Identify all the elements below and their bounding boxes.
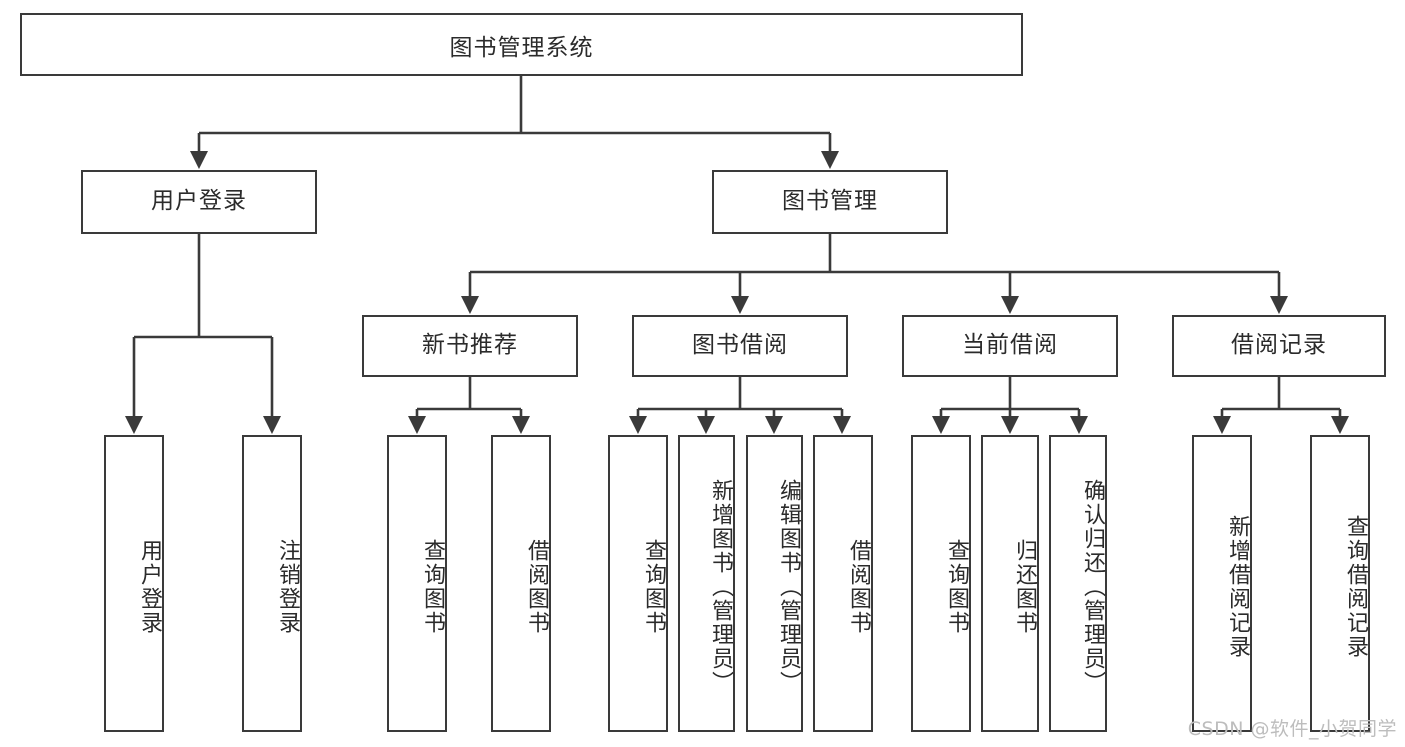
leaf-label: 编辑图书（管理员） xyxy=(776,478,801,695)
leaf-current-return-book[interactable]: 归还图书 xyxy=(981,435,1039,732)
leaf-borrow-add-book-admin[interactable]: 新增图书（管理员） xyxy=(678,435,735,732)
leaf-current-query-book[interactable]: 查询图书 xyxy=(911,435,971,732)
leaf-borrow-borrow-book[interactable]: 借阅图书 xyxy=(813,435,873,732)
leaf-record-add-record[interactable]: 新增借阅记录 xyxy=(1192,435,1252,732)
leaf-label: 归还图书 xyxy=(1012,538,1037,635)
leaf-label: 查询图书 xyxy=(641,538,666,635)
node-root-system[interactable]: 图书管理系统 xyxy=(20,13,1023,76)
node-book-borrow[interactable]: 图书借阅 xyxy=(632,315,848,377)
leaf-label: 用户登录 xyxy=(137,538,162,635)
leaf-current-confirm-return-admin[interactable]: 确认归还（管理员） xyxy=(1049,435,1107,732)
leaf-user-login-signout[interactable]: 注销登录 xyxy=(242,435,302,732)
leaf-borrow-query-book[interactable]: 查询图书 xyxy=(608,435,668,732)
leaf-label: 查询图书 xyxy=(420,538,445,635)
leaf-user-login-signin[interactable]: 用户登录 xyxy=(104,435,164,732)
leaf-label: 借阅图书 xyxy=(846,538,871,635)
leaf-borrow-edit-book-admin[interactable]: 编辑图书（管理员） xyxy=(746,435,803,732)
leaf-label: 借阅图书 xyxy=(524,538,549,635)
leaf-label: 注销登录 xyxy=(275,538,300,635)
node-user-login[interactable]: 用户登录 xyxy=(81,170,317,234)
node-borrow-record[interactable]: 借阅记录 xyxy=(1172,315,1386,377)
leaf-new-book-query[interactable]: 查询图书 xyxy=(387,435,447,732)
leaf-label: 查询图书 xyxy=(944,538,969,635)
leaf-label: 新增借阅记录 xyxy=(1225,514,1250,659)
node-book-management[interactable]: 图书管理 xyxy=(712,170,948,234)
leaf-label: 新增图书（管理员） xyxy=(708,478,733,695)
node-new-book-recommend[interactable]: 新书推荐 xyxy=(362,315,578,377)
leaf-record-query-record[interactable]: 查询借阅记录 xyxy=(1310,435,1370,732)
csdn-watermark: CSDN @软件_小贺同学 xyxy=(1187,718,1397,740)
node-current-borrow[interactable]: 当前借阅 xyxy=(902,315,1118,377)
leaf-label: 确认归还（管理员） xyxy=(1080,478,1105,695)
leaf-label: 查询借阅记录 xyxy=(1343,514,1368,659)
leaf-new-book-borrow[interactable]: 借阅图书 xyxy=(491,435,551,732)
